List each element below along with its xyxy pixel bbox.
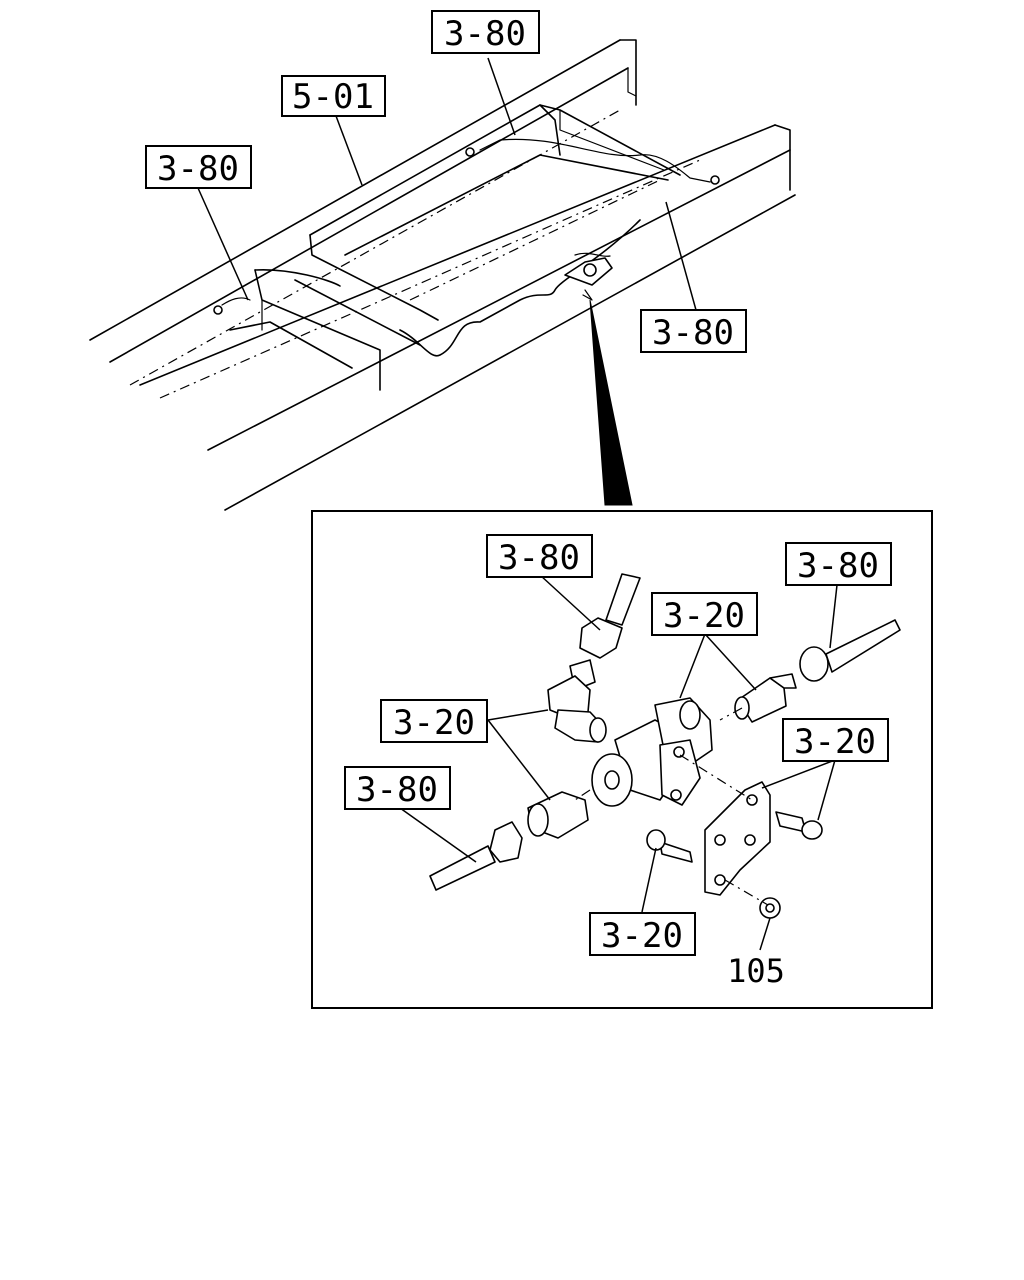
- callout-3-80-detail-left: 3-80: [344, 766, 451, 810]
- callout-label: 3-20: [601, 916, 683, 956]
- detail-frame: [311, 510, 933, 1009]
- callout-label: 3-20: [663, 596, 745, 636]
- callout-3-80-right-frame: 3-80: [640, 309, 747, 353]
- callout-5-01: 5-01: [281, 75, 386, 117]
- detail-parts: [429, 573, 901, 919]
- callout-3-80-left-frame: 3-80: [145, 145, 252, 189]
- callout-label: 3-20: [393, 703, 475, 743]
- callout-3-20-detail-left: 3-20: [380, 699, 488, 743]
- callout-3-80-top: 3-80: [431, 10, 540, 54]
- callout-3-80-detail-top-right: 3-80: [785, 542, 892, 586]
- part-number-105: 105: [727, 952, 785, 990]
- callout-label: 3-80: [157, 149, 239, 189]
- callout-label: 5-01: [292, 77, 374, 117]
- callout-label: 3-80: [498, 538, 580, 578]
- callout-label: 3-80: [356, 770, 438, 810]
- callout-label: 3-80: [652, 313, 734, 353]
- callout-label: 3-80: [797, 546, 879, 586]
- callout-label: 3-80: [444, 14, 526, 54]
- callout-3-20-detail-bottom: 3-20: [589, 912, 696, 956]
- callout-3-80-detail-top-left: 3-80: [486, 534, 593, 578]
- callout-label: 3-20: [794, 722, 876, 762]
- chassis-frame: [89, 39, 796, 511]
- callout-3-20-detail-right: 3-20: [782, 718, 889, 762]
- callout-3-20-detail-top: 3-20: [651, 592, 758, 636]
